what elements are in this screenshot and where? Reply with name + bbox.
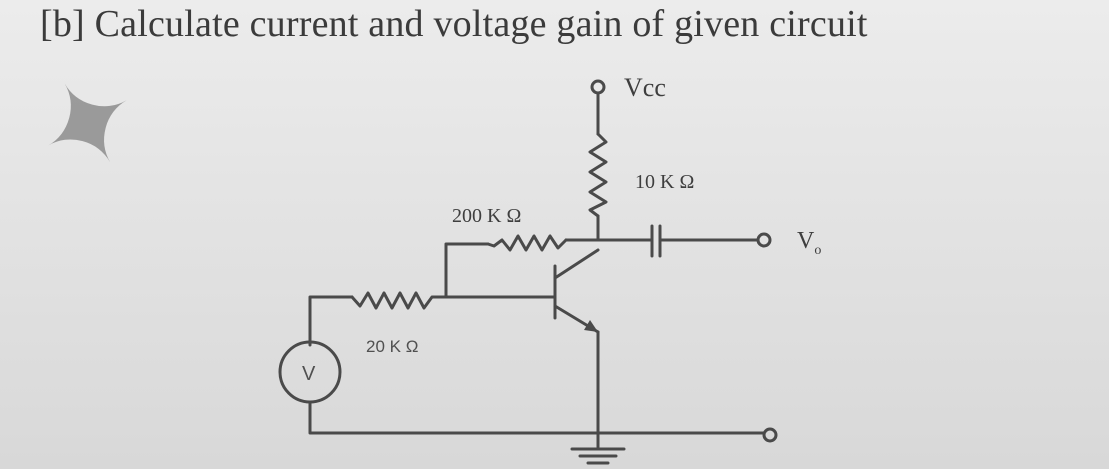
feedback-resistor-label: 200 K Ω bbox=[452, 205, 521, 227]
wire-source-top bbox=[308, 295, 354, 347]
source-resistor bbox=[350, 291, 448, 310]
collector-resistor bbox=[588, 132, 608, 218]
wire-bottom-rail bbox=[308, 400, 766, 435]
watermark: ✦ bbox=[12, 42, 166, 208]
wire-feedback-base bbox=[444, 242, 490, 299]
output-terminal bbox=[756, 232, 772, 248]
voltage-source-label: V bbox=[302, 363, 316, 385]
vcc-label: Vcc bbox=[624, 73, 666, 102]
output-label: Vo bbox=[797, 228, 821, 258]
vcc-terminal bbox=[590, 79, 606, 95]
emitter-arrow-icon bbox=[584, 320, 598, 332]
ground-output-terminal bbox=[762, 427, 778, 443]
source-resistor-label: 20 K Ω bbox=[366, 337, 418, 356]
question-heading: [b] Calculate current and voltage gain o… bbox=[40, 3, 868, 45]
collector-resistor-label: 10 K Ω bbox=[635, 171, 694, 193]
feedback-resistor bbox=[486, 234, 568, 252]
transistor-collector-lead bbox=[553, 248, 600, 280]
